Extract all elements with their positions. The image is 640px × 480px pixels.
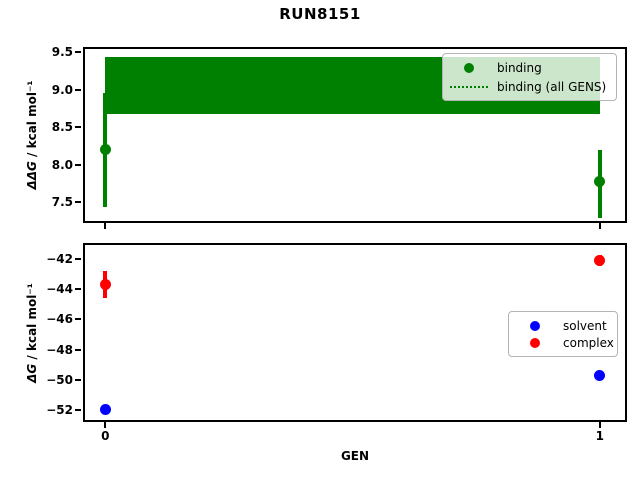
legend-dot-icon	[515, 320, 555, 331]
axes-dg: −42 −44 −46 −48 −50 −52 0 1 solvent complex	[46, 243, 627, 443]
ytick-mark	[75, 348, 81, 351]
ytick-label: −48	[46, 342, 73, 357]
legend: binding binding (all GENS)	[442, 53, 617, 101]
legend-entry-complex: complex	[515, 335, 614, 353]
ytick-mark	[75, 88, 81, 91]
ylabel-ddg-symbol: ΔΔG	[25, 161, 39, 190]
ytick-label: 8.0	[51, 157, 73, 172]
legend-entry-solvent: solvent	[515, 317, 609, 335]
xtick-mark	[104, 223, 107, 229]
point-complex	[99, 279, 111, 291]
point-binding	[594, 176, 606, 188]
legend-dotted-line-icon	[449, 85, 489, 88]
xlabel-gen: GEN	[340, 449, 370, 463]
xtick-mark	[104, 422, 107, 428]
ytick-label: −52	[46, 403, 73, 418]
ylabel-dg-symbol: ΔG	[25, 363, 39, 383]
legend-label: binding (all GENS)	[497, 79, 607, 94]
ytick-label: 8.5	[51, 120, 73, 135]
ytick-label: 9.0	[51, 82, 73, 97]
ytick-label: −42	[46, 252, 73, 266]
legend-label: solvent	[563, 318, 607, 333]
ytick-mark	[75, 201, 81, 204]
point-solvent	[594, 369, 606, 381]
dot-marker-icon	[464, 63, 474, 74]
xtick-mark	[598, 422, 601, 428]
legend-entry-binding: binding	[449, 59, 608, 78]
ylabel-dg-units: / kcal mol⁻¹	[25, 283, 39, 364]
ytick-label: −50	[46, 372, 73, 387]
ytick-label: 7.5	[51, 195, 73, 210]
xtick-mark	[598, 223, 601, 229]
dot-marker-icon	[530, 338, 540, 349]
ytick-mark	[75, 409, 81, 412]
point-binding	[99, 144, 111, 156]
ytick-mark	[75, 378, 81, 381]
ytick-label: −44	[46, 282, 73, 297]
ylabel-dg: ΔG / kcal mol⁻¹	[25, 283, 39, 383]
ytick-label: −46	[46, 312, 73, 327]
point-complex	[594, 255, 606, 267]
legend: solvent complex	[508, 311, 618, 357]
ytick-mark	[75, 51, 81, 54]
legend-dot-icon	[515, 338, 555, 349]
ytick-mark	[75, 126, 81, 129]
legend-label: complex	[563, 336, 614, 351]
ylabel-ddg: ΔΔG / kcal mol⁻¹	[25, 80, 39, 189]
ytick-mark	[75, 288, 81, 291]
dotted-line-icon	[450, 85, 488, 88]
axes-binding: 9.5 9.0 8.5 8.0 7.5 binding binding (all GENS)	[52, 45, 627, 229]
legend-entry-binding-all-gens-: binding (all GENS)	[449, 78, 608, 97]
point-solvent	[99, 403, 111, 415]
dot-marker-icon	[530, 320, 540, 331]
ytick-mark	[75, 258, 81, 260]
xtick-label: 0	[101, 429, 110, 443]
legend-label: binding	[497, 61, 542, 76]
ylabel-ddg-units: / kcal mol⁻¹	[25, 80, 39, 162]
ytick-mark	[75, 163, 81, 166]
legend-dot-icon	[449, 63, 489, 74]
figure-title: RUN8151	[279, 5, 361, 23]
ytick-mark	[75, 318, 81, 321]
xtick-label: 1	[595, 429, 604, 443]
ytick-label: 9.5	[51, 45, 73, 60]
